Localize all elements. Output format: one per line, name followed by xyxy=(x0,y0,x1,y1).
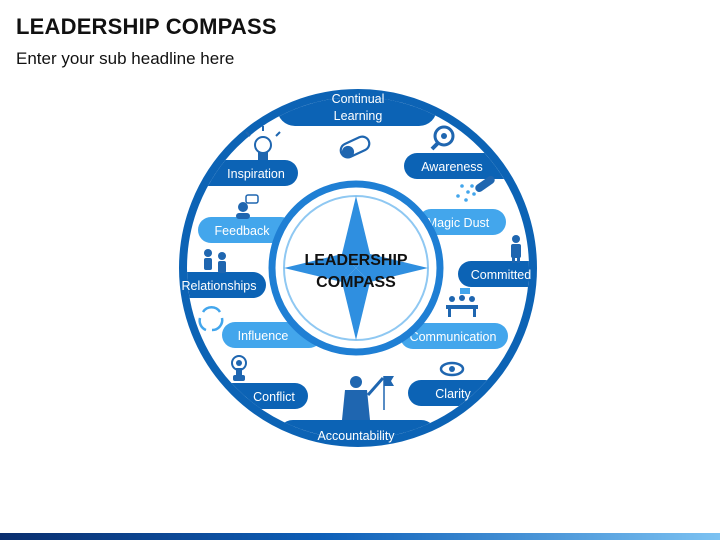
pill-relationships xyxy=(187,272,266,298)
pill-committed xyxy=(458,261,529,287)
label-continual: Continual xyxy=(332,92,385,106)
label-awareness: Awareness xyxy=(421,160,483,174)
compass-point-east xyxy=(356,254,428,282)
outer-ring xyxy=(179,89,537,447)
pill-magic-dust xyxy=(418,209,506,235)
label-inspiration: Inspiration xyxy=(227,167,285,181)
test-tube-icon xyxy=(456,175,495,202)
label-conflict: Conflict xyxy=(253,390,295,404)
businessman-icon xyxy=(511,235,521,263)
pill-feedback xyxy=(198,217,294,243)
touch-icon xyxy=(231,355,247,381)
page-title: LEADERSHIP COMPASS xyxy=(16,14,277,39)
bottom-accent-bar xyxy=(0,533,720,540)
diploma-icon xyxy=(339,135,371,159)
label-communication: Communication xyxy=(410,330,497,344)
label-magic-dust: Magic Dust xyxy=(427,216,490,230)
pill-inspiration xyxy=(187,160,298,186)
lightbulb-icon xyxy=(245,126,281,160)
cycle-icon xyxy=(198,306,224,332)
leader-flag-icon xyxy=(342,376,394,420)
compass-point-north xyxy=(342,196,370,268)
eye-icon xyxy=(439,361,465,377)
label-feedback: Feedback xyxy=(215,224,271,238)
label-learning: Learning xyxy=(334,109,383,123)
label-accountability: Accountability xyxy=(317,429,395,443)
label-committed: Committed xyxy=(471,268,531,282)
meeting-icon xyxy=(446,288,478,317)
center-title-line2: COMPASS xyxy=(316,274,396,291)
pill-communication xyxy=(400,323,508,349)
pill-accountability xyxy=(277,420,437,439)
pill-continual-learning xyxy=(277,97,437,126)
compass-point-west xyxy=(284,254,356,282)
compass-point-south xyxy=(342,268,370,340)
people-icon xyxy=(204,249,226,273)
center-title-line1: LEADERSHIP xyxy=(304,252,407,269)
speech-person-icon xyxy=(236,194,259,219)
magnifier-icon xyxy=(430,125,455,151)
page-subtitle: Enter your sub headline here xyxy=(16,49,235,68)
label-relationships: Relationships xyxy=(181,279,256,293)
label-clarity: Clarity xyxy=(435,387,471,401)
label-influence: Influence xyxy=(238,329,289,343)
